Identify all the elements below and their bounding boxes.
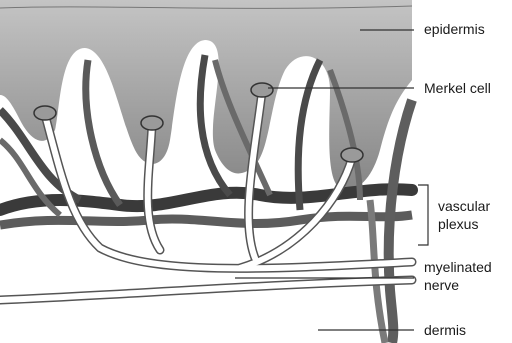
label-epidermis: epidermis bbox=[424, 21, 485, 37]
merkel-cell-1 bbox=[34, 106, 56, 120]
label-merkel-cell: Merkel cell bbox=[424, 80, 491, 96]
merkel-cell-4 bbox=[341, 148, 363, 162]
label-vascular: vascular bbox=[438, 198, 490, 214]
merkel-cell-3 bbox=[251, 83, 273, 97]
label-nerve: nerve bbox=[424, 277, 459, 293]
vascular-plexus-bracket bbox=[418, 185, 428, 245]
label-myelinated: myelinated bbox=[424, 259, 492, 275]
merkel-cell-2 bbox=[141, 116, 163, 130]
label-dermis: dermis bbox=[424, 322, 466, 338]
label-plexus: plexus bbox=[438, 216, 478, 232]
